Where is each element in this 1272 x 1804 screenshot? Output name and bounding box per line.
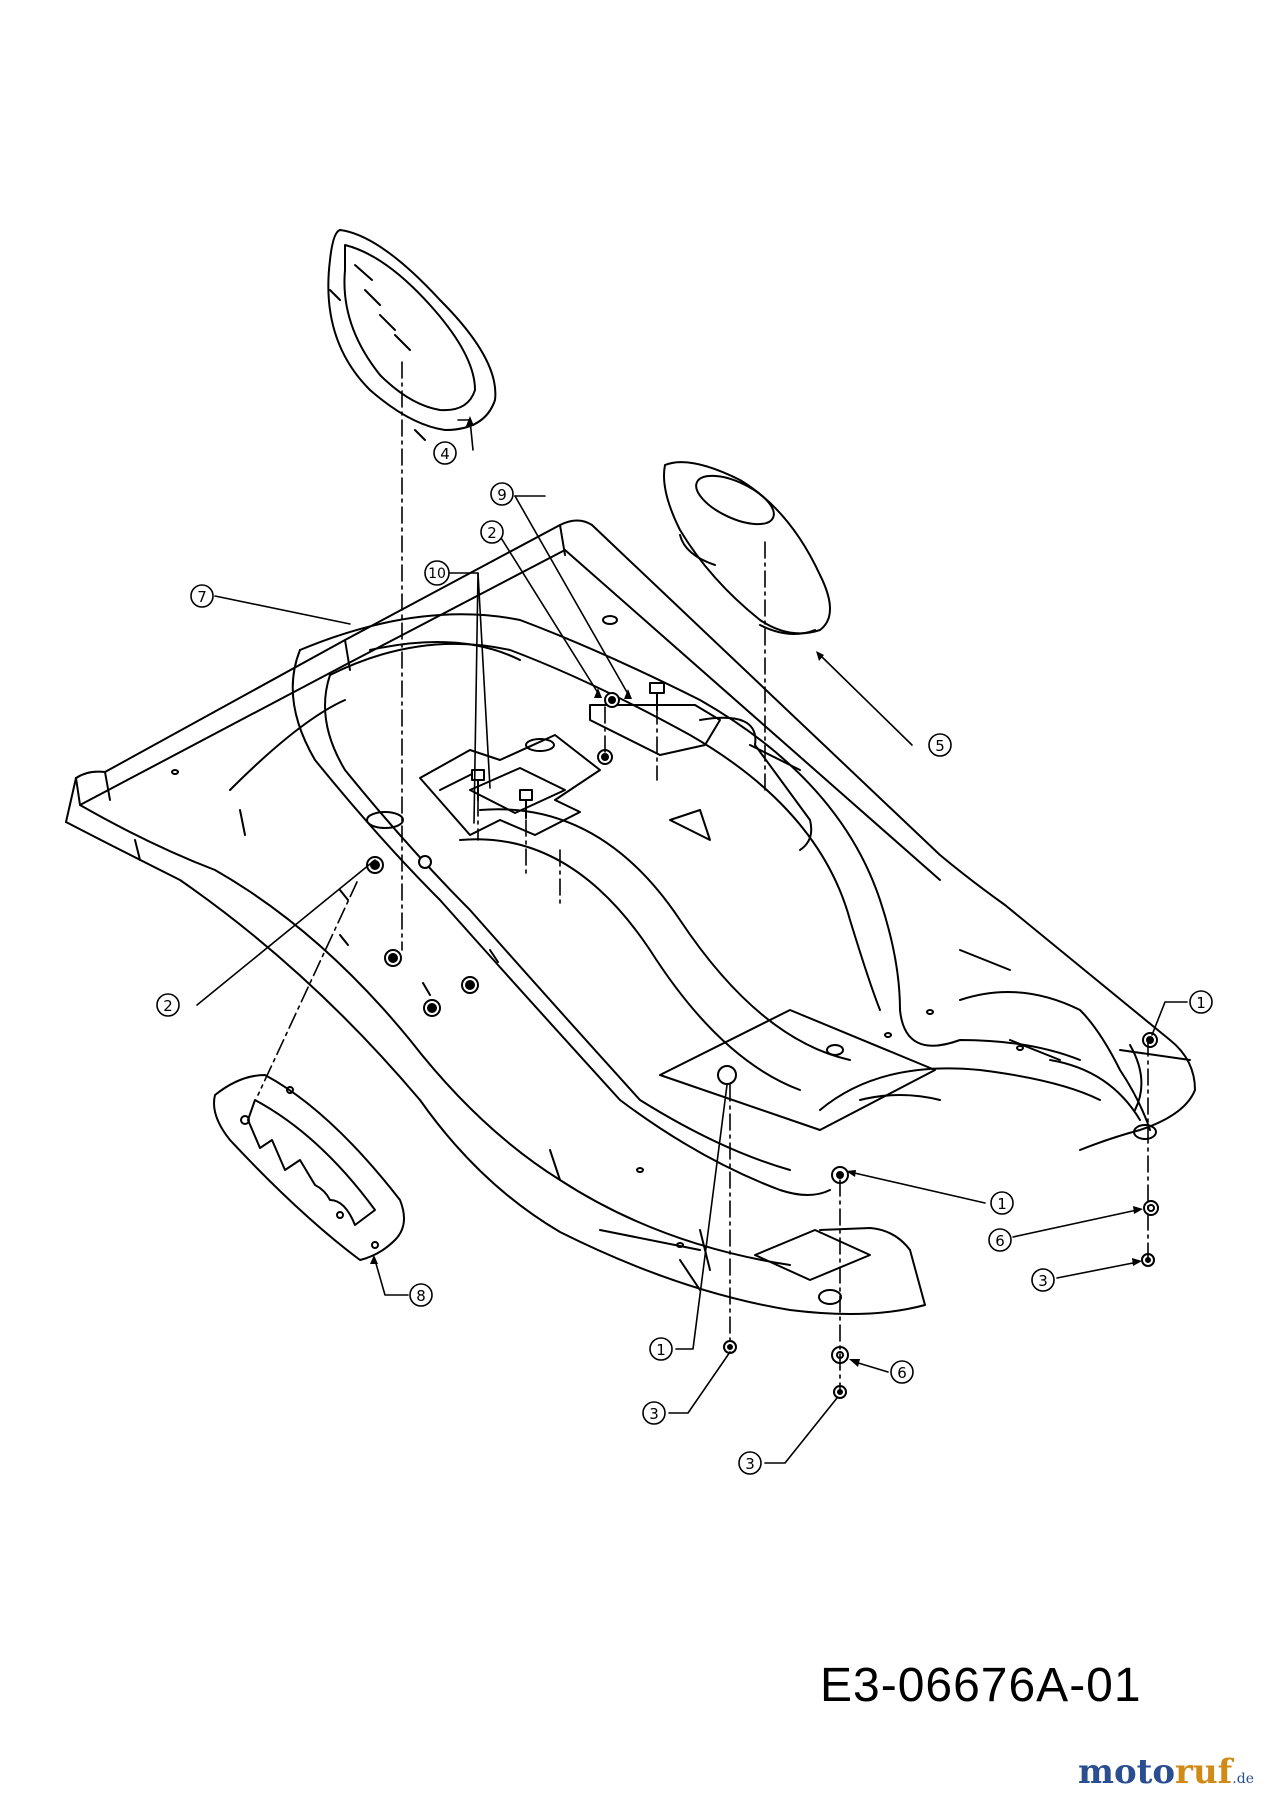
callout-3-mid: 3 xyxy=(642,1401,666,1425)
center-plate xyxy=(419,734,601,836)
callout-label: 2 xyxy=(487,524,497,542)
callouts: 4 9 2 10 7 5 2 1 1 6 3 8 1 6 3 3 xyxy=(156,441,1213,1475)
callout-6-bottom: 6 xyxy=(890,1360,914,1384)
hinge-bracket xyxy=(589,704,813,851)
callout-label: 9 xyxy=(497,486,507,504)
callout-label: 1 xyxy=(656,1341,666,1359)
callout-8: 8 xyxy=(409,1283,433,1307)
callout-label: 6 xyxy=(897,1364,907,1382)
callout-6-right: 6 xyxy=(988,1228,1012,1252)
leader-lines xyxy=(196,419,1188,1464)
fender-cap-left xyxy=(327,229,497,441)
callout-1-bottom: 1 xyxy=(649,1337,673,1361)
fender-body xyxy=(65,519,1196,1315)
watermark-brand-start: moto xyxy=(1077,1752,1176,1792)
callout-4: 4 xyxy=(433,441,457,465)
fasteners xyxy=(339,682,1159,1399)
callout-2-top: 2 xyxy=(480,520,504,544)
callout-label: 4 xyxy=(440,445,450,463)
leader-arrowheads xyxy=(370,416,1143,1367)
callout-label: 1 xyxy=(997,1195,1007,1213)
callout-3-bottom: 3 xyxy=(738,1451,762,1475)
assembly-lines xyxy=(257,361,1149,1393)
callout-9: 9 xyxy=(490,482,514,506)
callout-label: 3 xyxy=(1038,1272,1048,1290)
callout-label: 2 xyxy=(163,997,173,1015)
callout-3-right: 3 xyxy=(1031,1268,1055,1292)
callout-label: 3 xyxy=(745,1455,755,1473)
shift-gate-cover xyxy=(213,1074,405,1261)
callout-label: 3 xyxy=(649,1405,659,1423)
watermark-brand-highlight: ruf xyxy=(1175,1752,1233,1792)
callout-1-right: 1 xyxy=(1189,990,1213,1014)
callout-10: 10 xyxy=(424,560,450,586)
callout-7: 7 xyxy=(190,584,214,608)
callout-label: 8 xyxy=(416,1287,426,1305)
small-latch xyxy=(669,809,711,841)
callout-5: 5 xyxy=(928,733,952,757)
callout-label: 1 xyxy=(1196,994,1206,1012)
drawing-number: E3-06676A-01 xyxy=(820,1659,1142,1712)
callout-label: 5 xyxy=(935,737,945,755)
callout-2-left: 2 xyxy=(156,993,180,1017)
fender-cap-right xyxy=(663,461,831,635)
watermark-tld: .de xyxy=(1232,1771,1254,1787)
callout-label: 7 xyxy=(197,588,207,606)
watermark-logo: motoruf.de xyxy=(1078,1752,1254,1792)
callout-label: 6 xyxy=(995,1232,1005,1250)
callout-1-mid: 1 xyxy=(990,1191,1014,1215)
callout-label: 10 xyxy=(428,566,446,582)
